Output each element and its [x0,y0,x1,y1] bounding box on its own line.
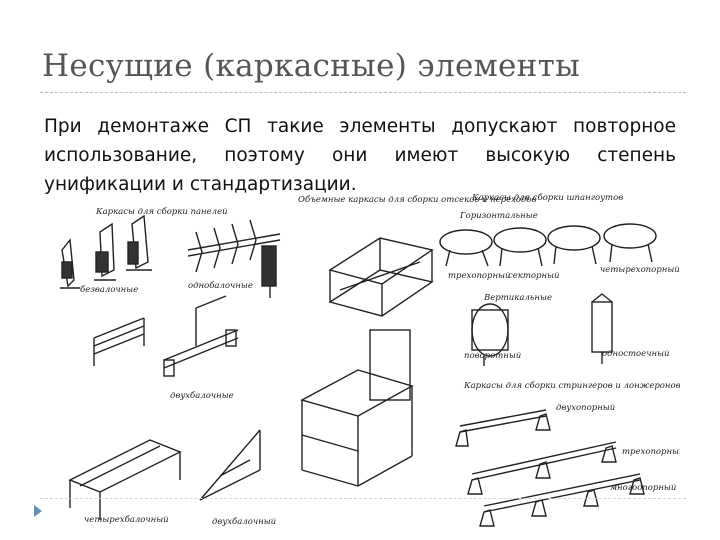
caption-sector: секторный [508,271,559,281]
beam-frames-sketch [93,295,239,377]
caption-two-frame: двухбалочный [212,516,276,527]
caption-two-support: двухопорный [556,403,615,413]
stringer-frames-sketch [455,409,645,527]
single-axis-frame-sketch [187,219,281,298]
caption-single-lever: безвалочные [80,284,138,295]
box-frame-sketch [328,237,434,317]
caption-horizontal: Горизонтальные [459,211,538,221]
caption-frame-assembly: Каркасы для сборки шпангоутов [471,192,623,203]
caption-two-beam: двухбалочные [170,390,234,401]
caption-three-support: трехопорный [448,271,510,281]
slide-body-text: При демонтаже СП такие элементы допускаю… [44,116,676,195]
assembly-frames-drawing: безвалочные Каркасы для сборки панелей о… [60,192,684,527]
caption-rotary: поворотный [464,351,521,361]
caption-panel-frames: Каркасы для сборки панелей [95,206,228,217]
caption-four-support: четырехопорный [600,265,680,275]
vertical-frames-sketch [471,293,613,366]
round-frames-sketch [439,223,657,267]
caption-spars-frames: Каркасы для сборки стрингеров и лонжерон… [463,380,680,391]
caption-multi-support: многоопорный [610,483,676,493]
footer-divider [40,498,686,499]
tall-box-frames-sketch [300,329,414,487]
caption-volume-frames: Объемные каркасы для сборки отсеков и пе… [298,194,537,205]
caption-four-beam: четырехбалочный [84,514,169,525]
bullet-arrow-icon [34,505,42,517]
caption-three-support-spar: трехопорный [622,447,680,457]
title-divider [40,92,686,93]
slide-title: Несущие (каркасные) элементы [42,48,581,84]
caption-single-axis: однобалочные [188,280,253,291]
assembly-frames-illustration: безвалочные Каркасы для сборки панелей о… [40,190,684,535]
bracket-fixtures-sketch [60,214,152,289]
caption-column: одностоечный [602,349,669,359]
caption-vertical: Вертикальные [483,293,552,303]
multi-beam-frames-sketch [68,429,261,520]
